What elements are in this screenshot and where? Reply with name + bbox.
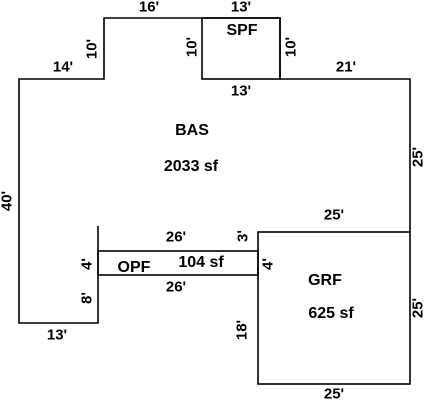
- grf-size: 625 sf: [308, 305, 354, 322]
- dim-step-10: 10': [83, 38, 101, 60]
- dim-top-16: 16': [138, 0, 160, 16]
- dim-grf-top-25: 25': [323, 206, 345, 224]
- dim-top-13: 13': [230, 0, 252, 16]
- dim-grf-right-25: 25': [409, 297, 427, 319]
- dim-bottom-13: 13': [46, 326, 68, 344]
- dim-grf-left-18: 18': [233, 319, 251, 341]
- dim-spf-left-10: 10': [183, 36, 201, 58]
- grf-code: GRF: [308, 272, 342, 289]
- dim-left-step-14: 14': [52, 58, 74, 76]
- bas-size: 2033 sf: [163, 158, 219, 175]
- spf-outline: [201, 17, 281, 80]
- dim-opf-top-26: 26': [165, 228, 187, 246]
- opf-code: OPF: [117, 259, 151, 276]
- dim-left-40: 40': [0, 190, 16, 212]
- dim-left-8: 8': [78, 292, 96, 304]
- dim-spf-right-10: 10': [282, 36, 300, 58]
- opf-size: 104 sf: [178, 254, 224, 271]
- dim-right-step-21: 21': [335, 58, 357, 76]
- grf-outline: [257, 231, 411, 385]
- dim-bas-3: 3': [234, 230, 252, 242]
- bas-code: BAS: [175, 122, 209, 139]
- dim-opf-bottom-26: 26': [165, 278, 187, 296]
- spf-code: SPF: [226, 22, 258, 39]
- dim-opf-left-4: 4': [78, 258, 96, 270]
- dim-spf-bottom-13: 13': [230, 82, 252, 100]
- dim-opf-right-4: 4': [259, 258, 277, 270]
- dim-right-25: 25': [409, 146, 427, 168]
- dim-grf-bottom-25: 25': [323, 385, 345, 403]
- bas-outline: [18, 17, 411, 324]
